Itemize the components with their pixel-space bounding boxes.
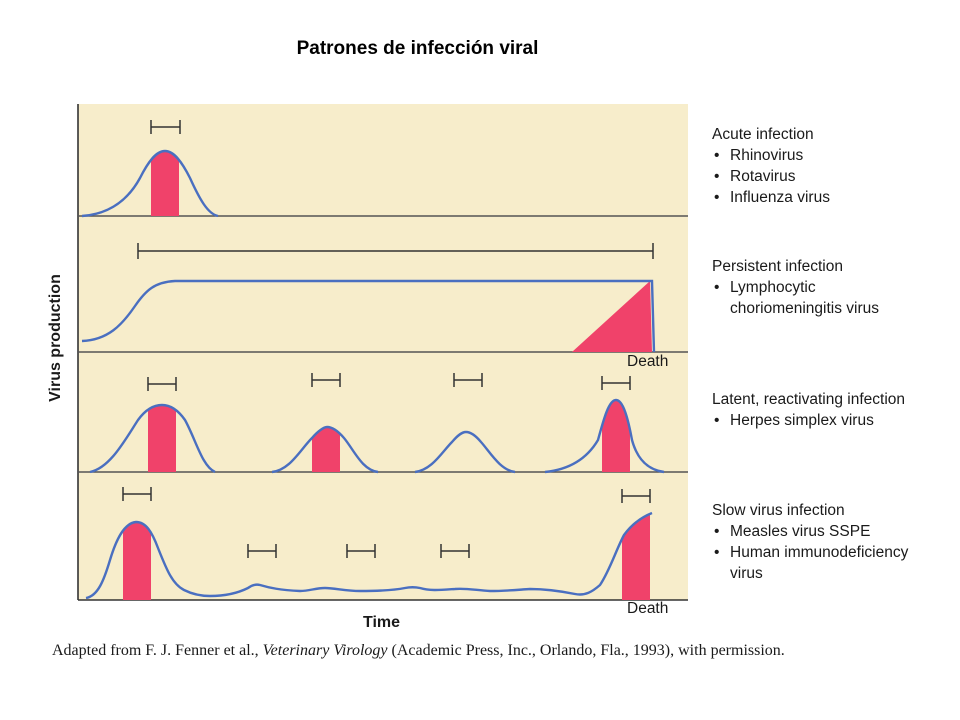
- legend-item: Human immunodeficiency: [712, 542, 908, 563]
- slow-curve: [85, 511, 653, 600]
- latent-curve: [89, 403, 216, 474]
- latent-fill: [148, 405, 176, 472]
- legend-item: Rotavirus: [712, 166, 830, 187]
- legend-item: Influenza virus: [712, 187, 830, 208]
- persistent-interval-marker: [137, 243, 654, 259]
- acute-fill: [151, 151, 179, 216]
- credit-book-title: Veterinary Virology: [262, 642, 388, 659]
- legend-latent: Latent, reactivating infection Herpes si…: [712, 389, 905, 431]
- legend-acute: Acute infection Rhinovirus Rotavirus Inf…: [712, 124, 830, 208]
- legend-persistent: Persistent infection Lymphocytic choriom…: [712, 256, 879, 319]
- legend-item-continuation: virus: [730, 565, 763, 582]
- credit-suffix: (Academic Press, Inc., Orlando, Fla., 19…: [387, 642, 785, 659]
- acute-interval-marker: [150, 120, 181, 134]
- latent-fill: [312, 427, 340, 472]
- latent-curve: [271, 425, 379, 474]
- persistent-fill: [572, 281, 652, 352]
- legend-item: Herpes simplex virus: [712, 410, 905, 431]
- death-label-persistent: Death: [627, 353, 669, 370]
- latent-fill: [602, 400, 630, 472]
- persistent-curve: [81, 279, 656, 353]
- death-label-slow: Death: [627, 600, 669, 617]
- acute-infection-panel: [81, 120, 219, 218]
- slow-fill: [622, 513, 650, 600]
- latent-infection-panel: [89, 373, 665, 474]
- credit-prefix: Adapted from F. J. Fenner et al.,: [52, 642, 263, 659]
- slow-infection-panel: [85, 487, 653, 600]
- source-credit: Adapted from F. J. Fenner et al., Veteri…: [52, 642, 785, 660]
- legend-item: Measles virus SSPE: [712, 521, 908, 542]
- acute-curve: [81, 149, 219, 218]
- legend-heading: Persistent infection: [712, 258, 843, 275]
- legend-heading: Latent, reactivating infection: [712, 391, 906, 408]
- page-title: Patrones de infección viral: [296, 38, 539, 59]
- x-axis-label: Time: [363, 614, 401, 631]
- legend-slow: Slow virus infection Measles virus SSPE …: [712, 500, 908, 584]
- slow-fill: [123, 522, 151, 600]
- latent-curve: [544, 398, 665, 474]
- persistent-infection-panel: [81, 243, 656, 353]
- latent-interval-marker: [147, 373, 631, 391]
- legend-item: Rhinovirus: [712, 145, 830, 166]
- latent-curve: [414, 430, 516, 474]
- y-axis-label: Virus production: [47, 274, 64, 402]
- legend-item-continuation: choriomeningitis virus: [730, 300, 880, 317]
- legend-heading: Slow virus infection: [712, 502, 845, 519]
- legend-item: Lymphocytic: [712, 277, 879, 298]
- slow-interval-marker: [122, 487, 651, 558]
- legend-heading: Acute infection: [712, 126, 814, 143]
